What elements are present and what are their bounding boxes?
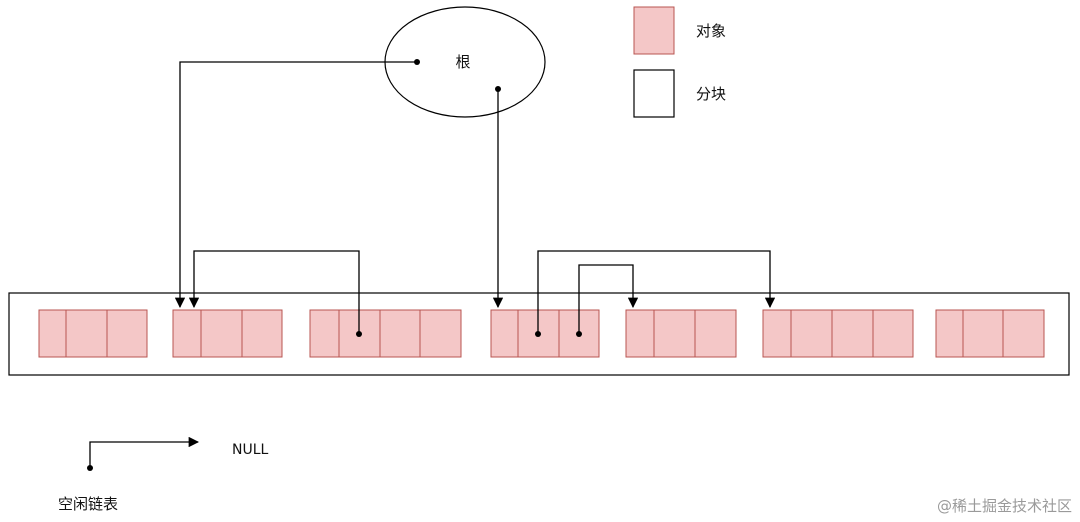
object-cell (762, 309, 792, 358)
object-cell (935, 309, 964, 358)
object-cell (490, 309, 519, 358)
block4-to-block5-arrow (578, 264, 639, 334)
object-cell (241, 309, 283, 358)
object-cell (200, 309, 243, 358)
null-label: NULL (232, 442, 269, 458)
block-3 (309, 309, 462, 358)
object-cell (379, 309, 421, 358)
legend-object-label: 对象 (696, 22, 726, 40)
block-5 (625, 309, 737, 358)
block-1 (38, 309, 148, 358)
block3-to-block2-arrow (188, 250, 360, 334)
object-cell (1002, 309, 1045, 358)
legend-block-label: 分块 (696, 85, 726, 103)
object-cell (309, 309, 340, 358)
block-4 (490, 309, 600, 358)
object-cell (831, 309, 874, 358)
block-2 (172, 309, 283, 358)
block-6 (762, 309, 914, 358)
legend-object-swatch (633, 6, 675, 55)
object-cell (625, 309, 655, 358)
root-label: 根 (455, 53, 470, 71)
block4-to-block6-arrow (537, 250, 776, 334)
object-cell (38, 309, 67, 358)
object-cell (65, 309, 108, 358)
object-cell (790, 309, 833, 358)
object-cell (653, 309, 696, 358)
block-7 (935, 309, 1045, 358)
object-cell (106, 309, 148, 358)
object-cell (694, 309, 737, 358)
root-to-block2-arrow (174, 61, 417, 309)
watermark: @稀土掘金技术社区 (937, 497, 1072, 515)
object-cell (172, 309, 202, 358)
object-cell (962, 309, 1004, 358)
legend-block-swatch (633, 69, 675, 118)
object-cell (419, 309, 462, 358)
object-cell (872, 309, 914, 358)
free-list-arrow (89, 436, 200, 468)
free-list-label: 空闲链表 (58, 495, 118, 513)
